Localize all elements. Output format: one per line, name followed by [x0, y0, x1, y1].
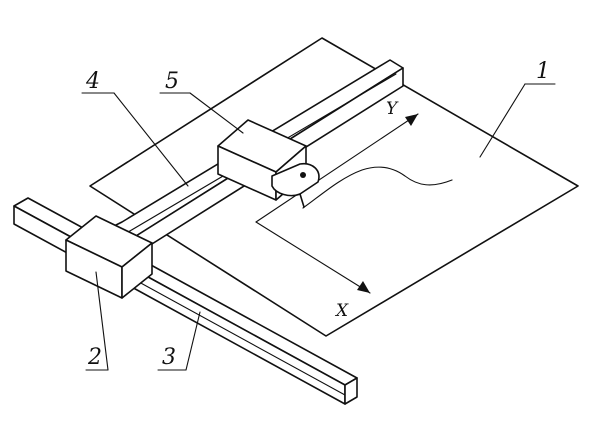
carriage-block: [65, 215, 153, 299]
label-sheet: 1: [536, 59, 550, 84]
axis-label-y: Y: [386, 99, 399, 119]
leader-3-tail: [185, 311, 201, 371]
axis-label-x: X: [334, 301, 349, 321]
y-axis-arrow: [255, 113, 419, 223]
label-guide-rail: 3: [162, 345, 176, 370]
x-axis-arrow: [255, 221, 371, 294]
label-carriage: 2: [87, 345, 102, 370]
pen-holder: [271, 162, 320, 208]
drawing-sheet: [89, 37, 579, 337]
pen-pivot: [300, 172, 306, 178]
leader-1-tail: [479, 83, 526, 158]
label-crossbar: 4: [85, 69, 100, 94]
leader-lines: [81, 83, 556, 371]
plotted-curve: [302, 166, 453, 209]
label-pen-head: 5: [165, 69, 179, 94]
leader-2-tail: [95, 271, 109, 371]
guide-rail: [127, 258, 358, 405]
leader-4-tail: [113, 92, 189, 187]
leader-5-tail: [189, 92, 244, 134]
